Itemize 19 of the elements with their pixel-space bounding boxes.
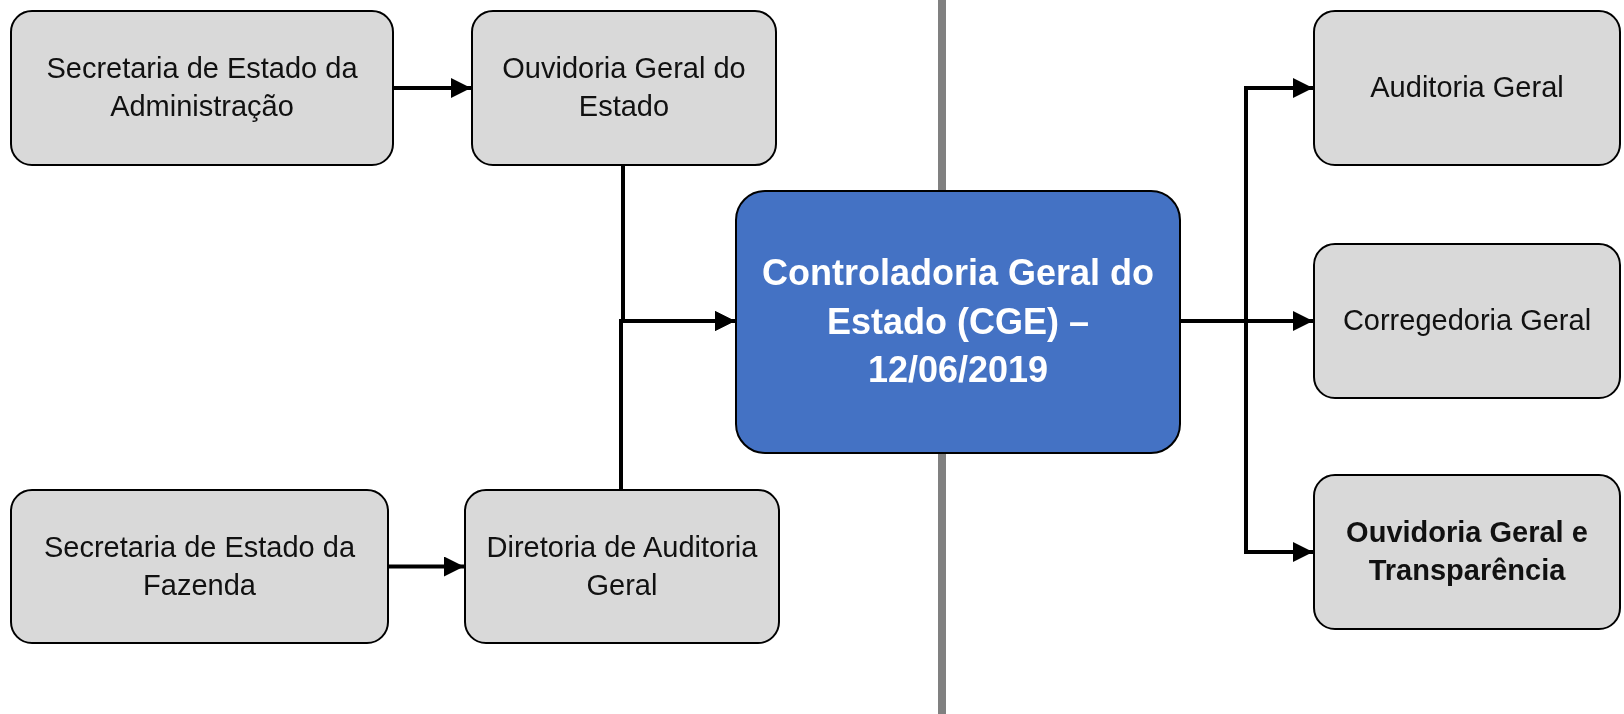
unit-name: Secretaria de Estado da Fazenda: [42, 529, 357, 603]
unit-name: Secretaria de Estado da Administração: [45, 51, 359, 124]
unit-name: Ouvidoria Geral do Estado: [501, 51, 747, 124]
org-unit-box: [471, 10, 777, 166]
connector-arrow: [394, 78, 471, 98]
org-unit-box: [10, 10, 394, 166]
connector-arrow: [1181, 319, 1313, 562]
unit-name: Diretoria de Auditoria Geral: [485, 529, 759, 603]
connector-arrow: [389, 556, 464, 577]
org-unit-box: [1313, 10, 1621, 166]
unit-name: Corregedoria Geral: [1342, 303, 1592, 339]
org-unit-box: [1313, 243, 1621, 399]
org-unit-box: [735, 190, 1181, 454]
unit-name: Controladoria Geral do Estado (CGE) – 12/06/2019: [760, 251, 1155, 393]
org-unit-box: [464, 489, 780, 644]
unit-name: Ouvidoria Geral e Transparência: [1345, 515, 1589, 588]
org-unit-box: [10, 489, 389, 644]
unit-name: Auditoria Geral: [1370, 70, 1564, 106]
org-unit-box: [1313, 474, 1621, 630]
